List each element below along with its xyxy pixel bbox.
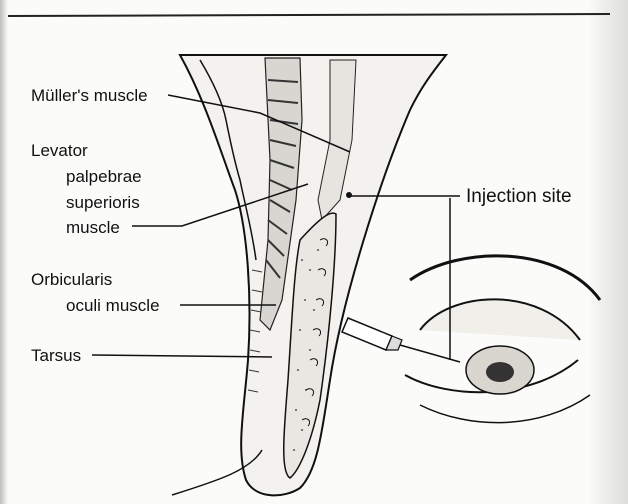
upper-lid-crease	[410, 256, 600, 300]
top-rule	[8, 14, 610, 16]
label-levator-line2: palpebrae	[66, 166, 142, 187]
label-levator-line3: superioris	[66, 192, 140, 213]
label-levator-line1: Levator	[31, 140, 88, 161]
label-tarsus: Tarsus	[31, 345, 81, 366]
pupil	[486, 362, 514, 382]
leader-tarsus	[92, 355, 272, 357]
injection-site-marker	[346, 192, 352, 198]
syringe-needle	[400, 345, 460, 362]
lower-lid-fold	[420, 395, 590, 423]
label-injection-site: Injection site	[466, 186, 572, 207]
label-orbicularis-line2: oculi muscle	[66, 295, 160, 316]
label-orbicularis-line1: Orbicularis	[31, 269, 112, 290]
label-muller-muscle: Müller's muscle	[31, 85, 148, 106]
eye-illustration	[405, 256, 600, 423]
upper-eyelid	[420, 299, 580, 340]
label-levator-line4: muscle	[66, 217, 120, 238]
